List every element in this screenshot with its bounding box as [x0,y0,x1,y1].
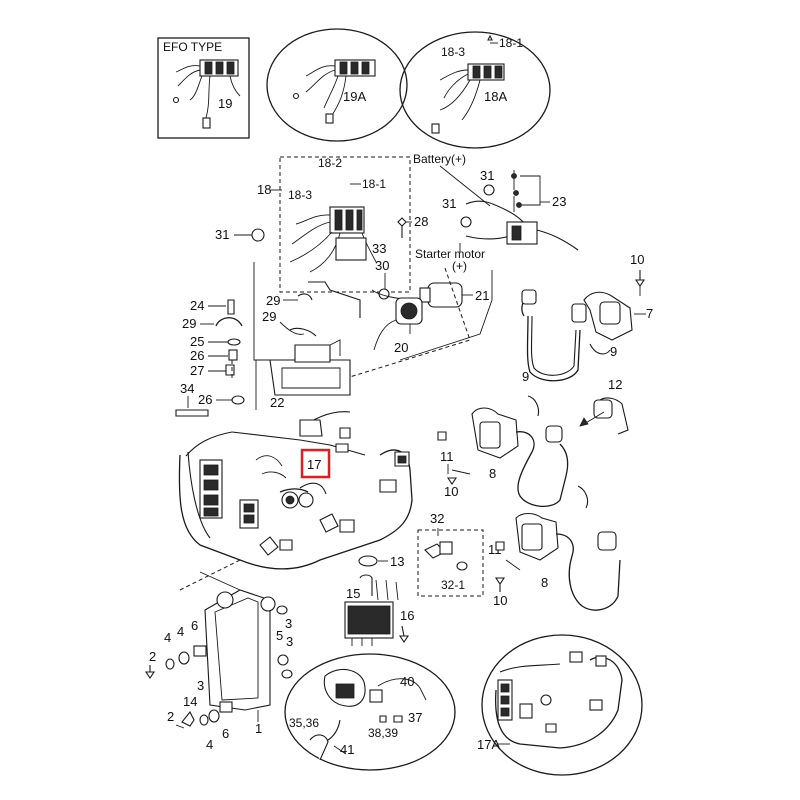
callout-9-mid: 9 [522,369,529,384]
callout-28: 28 [414,214,428,229]
callout-29-b: 29 [262,309,276,324]
starter-plus-label: (+) [452,259,467,273]
callout-18-3: 18-3 [288,188,312,202]
callout-31-battery: 31 [480,168,494,183]
callout-27: 27 [190,363,204,378]
rectifier-group: 13 15 16 [344,554,414,646]
efo-part-number: 19 [218,96,232,111]
callout-4-top: 4 [164,630,171,645]
callout-3-right-mid: 3 [286,634,293,649]
callout-34: 34 [180,381,194,396]
left-fastener-column: 24 29 25 26 27 34 26 [175,298,245,417]
panel-18a: 18-3 18-1 18A [399,31,551,149]
callout-12: 12 [608,377,622,392]
callout-11-mid: 11 [440,449,454,464]
callout-21: 21 [475,288,489,303]
relay-block-icon [172,59,241,129]
cdi-unit-group: 1 2 4 4 6 3 5 3 3 14 2 4 6 [144,589,293,752]
callout-30: 30 [375,258,389,273]
panel-18a-3-label: 18-3 [441,45,465,59]
callout-26: 26 [190,348,204,363]
callout-41: 41 [340,742,354,757]
callout-37: 37 [408,710,422,725]
efo-type-panel: EFO TYPE 19 [157,37,250,139]
callout-18-1: 18-1 [362,177,386,191]
callout-33: 33 [372,241,386,256]
callout-16: 16 [400,608,414,623]
callout-7: 7 [646,306,653,321]
efo-type-label: EFO TYPE [163,40,222,54]
callout-1: 1 [255,721,262,736]
callout-26-b: 26 [198,392,212,407]
sensor-32-group: 32 32-1 [417,511,484,597]
callout-10-mid: 10 [444,484,458,499]
callout-18: 18 [257,182,271,197]
callout-17: 17 [307,457,321,472]
callout-28-bolt: 28 [397,214,428,238]
callout-32-1: 32-1 [441,578,465,592]
ignition-coil-assembly-middle: 9 12 11 10 8 [437,369,629,507]
callout-4-bottom: 4 [206,737,213,752]
battery-label: Battery(+) [413,152,466,166]
callout-24: 24 [190,298,204,313]
callout-5: 5 [276,628,283,643]
callout-14: 14 [183,694,197,709]
callout-4-top-b: 4 [177,624,184,639]
callout-32: 32 [430,511,444,526]
relay-block-icon [431,63,505,134]
callout-6-bottom: 6 [222,726,229,741]
callout-23: 23 [552,194,566,209]
panel-19a-number: 19A [343,89,366,104]
panel-18a-1-label: 18-1 [499,36,523,50]
battery-starter-cables: Battery(+) Starter motor (+) 31 31 23 [413,152,579,273]
starter-solenoid-21: 21 [419,282,489,308]
callout-25: 25 [190,334,204,349]
ignition-coil-assembly-top: 10 7 9 [521,252,653,382]
wire-harness-17 [178,411,413,570]
callout-40: 40 [400,674,414,689]
callout-29-c: 29 [182,316,196,331]
callout-2-top: 2 [149,649,156,664]
callout-31-left: 31 [215,227,265,242]
solenoid-20: 20 [373,297,423,355]
bracket-22: 22 [253,262,351,410]
callout-31-starter: 31 [442,196,456,211]
callout-10-bottom: 10 [493,593,507,608]
callout-31: 31 [215,227,229,242]
callout-17a: 17A [477,737,500,752]
relay-block-icon [292,59,376,124]
starter-motor-label: Starter motor [415,247,485,261]
callout-8-bottom: 8 [541,575,548,590]
callout-20: 20 [394,340,408,355]
callout-3-left: 3 [197,678,204,693]
panel-18a-number: 18A [484,89,507,104]
callout-10-top: 10 [630,252,644,267]
callout-15: 15 [346,586,360,601]
callout-2-bottom: 2 [167,709,174,724]
highlight-box-17 [300,448,331,479]
panel-19a: 19A [266,28,408,142]
callout-13: 13 [390,554,404,569]
ignition-coil-assembly-bottom: 11 10 8 [488,485,621,611]
callout-22: 22 [270,395,284,410]
callout-8-mid: 8 [489,466,496,481]
callout-9-top: 9 [610,344,617,359]
harness-17a-inset: 17A [477,634,643,776]
callout-35-36: 35,36 [289,716,319,730]
callout-6-top: 6 [191,618,198,633]
callout-18-2: 18-2 [318,156,342,170]
starter-relay-bracket-group: 30 21 20 29 29 [262,258,489,355]
callout-3-right-top: 3 [285,616,292,631]
callout-38-39: 38,39 [368,726,398,740]
bottom-center-inset: 40 35,36 37 38,39 41 [284,653,456,771]
relay-assembly-18: 18-2 18 18-3 18-1 33 [257,156,411,293]
callout-29-a: 29 [266,293,280,308]
